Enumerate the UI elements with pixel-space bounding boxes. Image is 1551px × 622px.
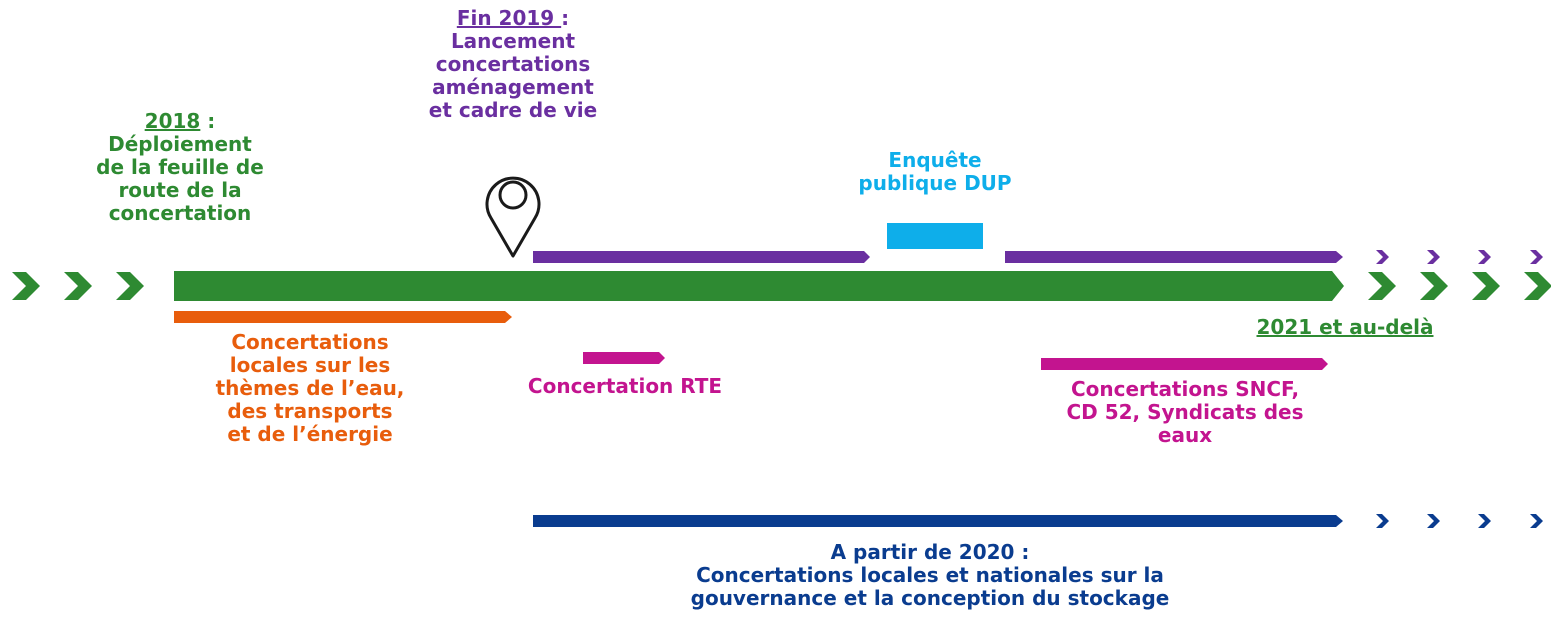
orange-label-line: et de l’énergie bbox=[227, 422, 393, 446]
sncf-bar bbox=[1041, 358, 1328, 370]
navy-label-line: Concertations locales et nationales sur … bbox=[696, 563, 1164, 587]
main-green-arrow bbox=[174, 271, 1344, 301]
sncf-label: Concertations SNCF, CD 52, Syndicats des… bbox=[1040, 378, 1330, 447]
milestone-2018-title: 2018 : bbox=[144, 109, 216, 133]
navy-label: A partir de 2020 : Concertations locales… bbox=[630, 541, 1230, 610]
milestone-2019-line: aménagement bbox=[432, 75, 594, 99]
purple-chevrons bbox=[1376, 250, 1543, 264]
orange-bar bbox=[174, 311, 512, 323]
sncf-label-line: eaux bbox=[1157, 423, 1213, 447]
purple-bar-1 bbox=[533, 251, 870, 263]
orange-label-line: Concertations bbox=[231, 330, 389, 354]
navy-label-line: A partir de 2020 : bbox=[830, 540, 1030, 564]
milestone-2018-line: route de la bbox=[118, 178, 242, 202]
rte-label: Concertation RTE bbox=[527, 374, 723, 398]
milestone-2019-line: Lancement bbox=[450, 29, 576, 53]
sncf-label-line: CD 52, Syndicats des bbox=[1066, 400, 1304, 424]
navy-label-line: gouvernance et la conception du stockage bbox=[690, 586, 1170, 610]
green-chevrons-right bbox=[1368, 272, 1551, 300]
location-pin-icon bbox=[485, 176, 541, 258]
enquete-line: publique DUP bbox=[858, 171, 1012, 195]
orange-concertations-label: Concertations locales sur les thèmes de … bbox=[185, 331, 435, 446]
purple-bar-2 bbox=[1005, 251, 1343, 263]
sncf-label-line: Concertations SNCF, bbox=[1070, 377, 1300, 401]
orange-label-line: locales sur les bbox=[229, 353, 391, 377]
milestone-2018-line: Déploiement bbox=[108, 132, 252, 156]
milestone-2019-title: Fin 2019 : bbox=[456, 6, 570, 30]
orange-label-line: des transports bbox=[227, 399, 393, 423]
milestone-2019-line: concertations bbox=[435, 52, 591, 76]
navy-bar bbox=[533, 515, 1343, 527]
milestone-2018-label: 2018 : Déploiement de la feuille de rout… bbox=[60, 110, 300, 225]
milestone-2018-line: concertation bbox=[108, 201, 252, 225]
milestone-2018-line: de la feuille de bbox=[96, 155, 264, 179]
enquete-label: Enquête publique DUP bbox=[835, 149, 1035, 195]
navy-chevrons bbox=[1376, 514, 1543, 528]
enquete-bar bbox=[887, 223, 983, 249]
green-chevrons-left bbox=[12, 272, 144, 300]
rte-bar bbox=[583, 352, 665, 364]
milestone-2019-label: Fin 2019 : Lancement concertations aména… bbox=[403, 7, 623, 122]
end-label: 2021 et au-delà bbox=[1256, 315, 1434, 339]
orange-label-line: thèmes de l’eau, bbox=[215, 376, 405, 400]
enquete-line: Enquête bbox=[888, 148, 982, 172]
milestone-2019-line: et cadre de vie bbox=[428, 98, 598, 122]
